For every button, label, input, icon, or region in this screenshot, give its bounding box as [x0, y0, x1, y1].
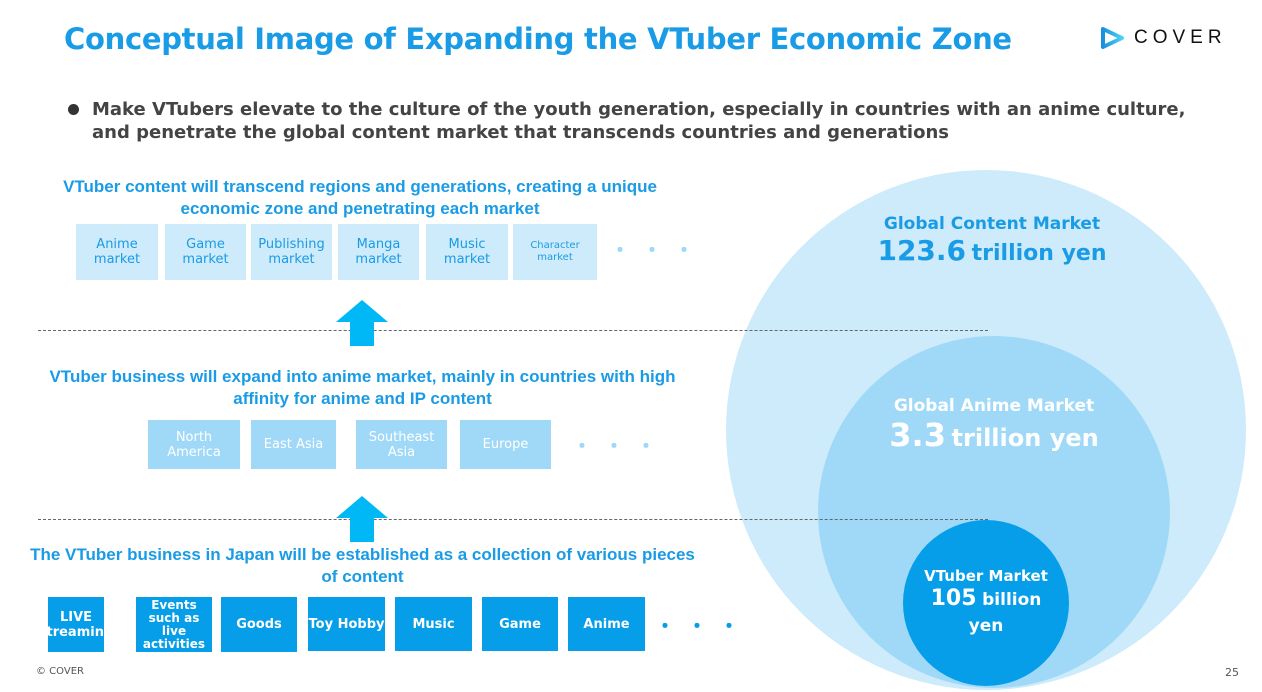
content-box: Music — [395, 597, 472, 651]
up-arrow-icon — [336, 300, 388, 346]
market-box: Character market — [513, 224, 597, 280]
market-box: Game market — [165, 224, 246, 280]
divider — [38, 519, 988, 520]
vtuber-market-unit2: yen — [968, 616, 1004, 636]
copyright: © COVER — [36, 666, 84, 677]
cover-logo: COVER — [1100, 26, 1227, 50]
content-box: Anime — [568, 597, 645, 651]
global-anime-value: 3.3 — [889, 416, 946, 454]
content-box: Game — [482, 597, 558, 651]
content-box: LIVE streaming — [39, 597, 113, 652]
bullet-text: Make VTubers elevate to the culture of t… — [68, 98, 1212, 144]
market-box: Publishing market — [251, 224, 332, 280]
market-box: Anime market — [76, 224, 158, 280]
logo-text: COVER — [1134, 27, 1227, 48]
global-anime-unit: trillion yen — [951, 424, 1099, 452]
play-icon — [1101, 27, 1124, 49]
global-anime-label: Global Anime Market 3.3 trillion yen — [844, 396, 1144, 454]
page-title: Conceptual Image of Expanding the VTuber… — [64, 22, 1012, 56]
region-box: North America — [148, 420, 240, 469]
content-box: Toy Hobby — [308, 597, 385, 651]
up-arrow-icon — [336, 496, 388, 542]
tier3-heading: VTuber content will transcend regions an… — [63, 177, 657, 218]
vtuber-market-title: VTuber Market — [924, 567, 1048, 585]
global-content-title: Global Content Market — [883, 214, 1101, 234]
market-box: Music market — [426, 224, 508, 280]
page-number: 25 — [1225, 666, 1239, 679]
global-content-unit: trillion yen — [971, 241, 1107, 266]
more-dots: ・・・ — [655, 614, 751, 638]
region-box: Europe — [460, 420, 551, 469]
tier2-heading: VTuber business will expand into anime m… — [49, 367, 676, 408]
divider — [38, 330, 988, 331]
vtuber-market-value: 105 — [930, 586, 977, 611]
more-dots: ・・・ — [572, 434, 668, 458]
global-content-label: Global Content Market 123.6 trillion yen — [842, 214, 1142, 267]
region-box: East Asia — [251, 420, 336, 469]
global-anime-title: Global Anime Market — [893, 396, 1095, 416]
tier1-heading: The VTuber business in Japan will be est… — [30, 545, 695, 586]
more-dots: ・・・ — [610, 238, 706, 262]
region-box: Southeast Asia — [356, 420, 447, 469]
vtuber-market-circle — [903, 520, 1069, 686]
market-box: Manga market — [338, 224, 419, 280]
global-content-value: 123.6 — [877, 234, 967, 267]
vtuber-market-unit: billion — [982, 590, 1042, 610]
content-box: Goods — [221, 597, 297, 652]
content-box: Events such as live activities — [136, 597, 212, 652]
vtuber-market-label: VTuber Market 105 billion yen — [906, 566, 1066, 639]
